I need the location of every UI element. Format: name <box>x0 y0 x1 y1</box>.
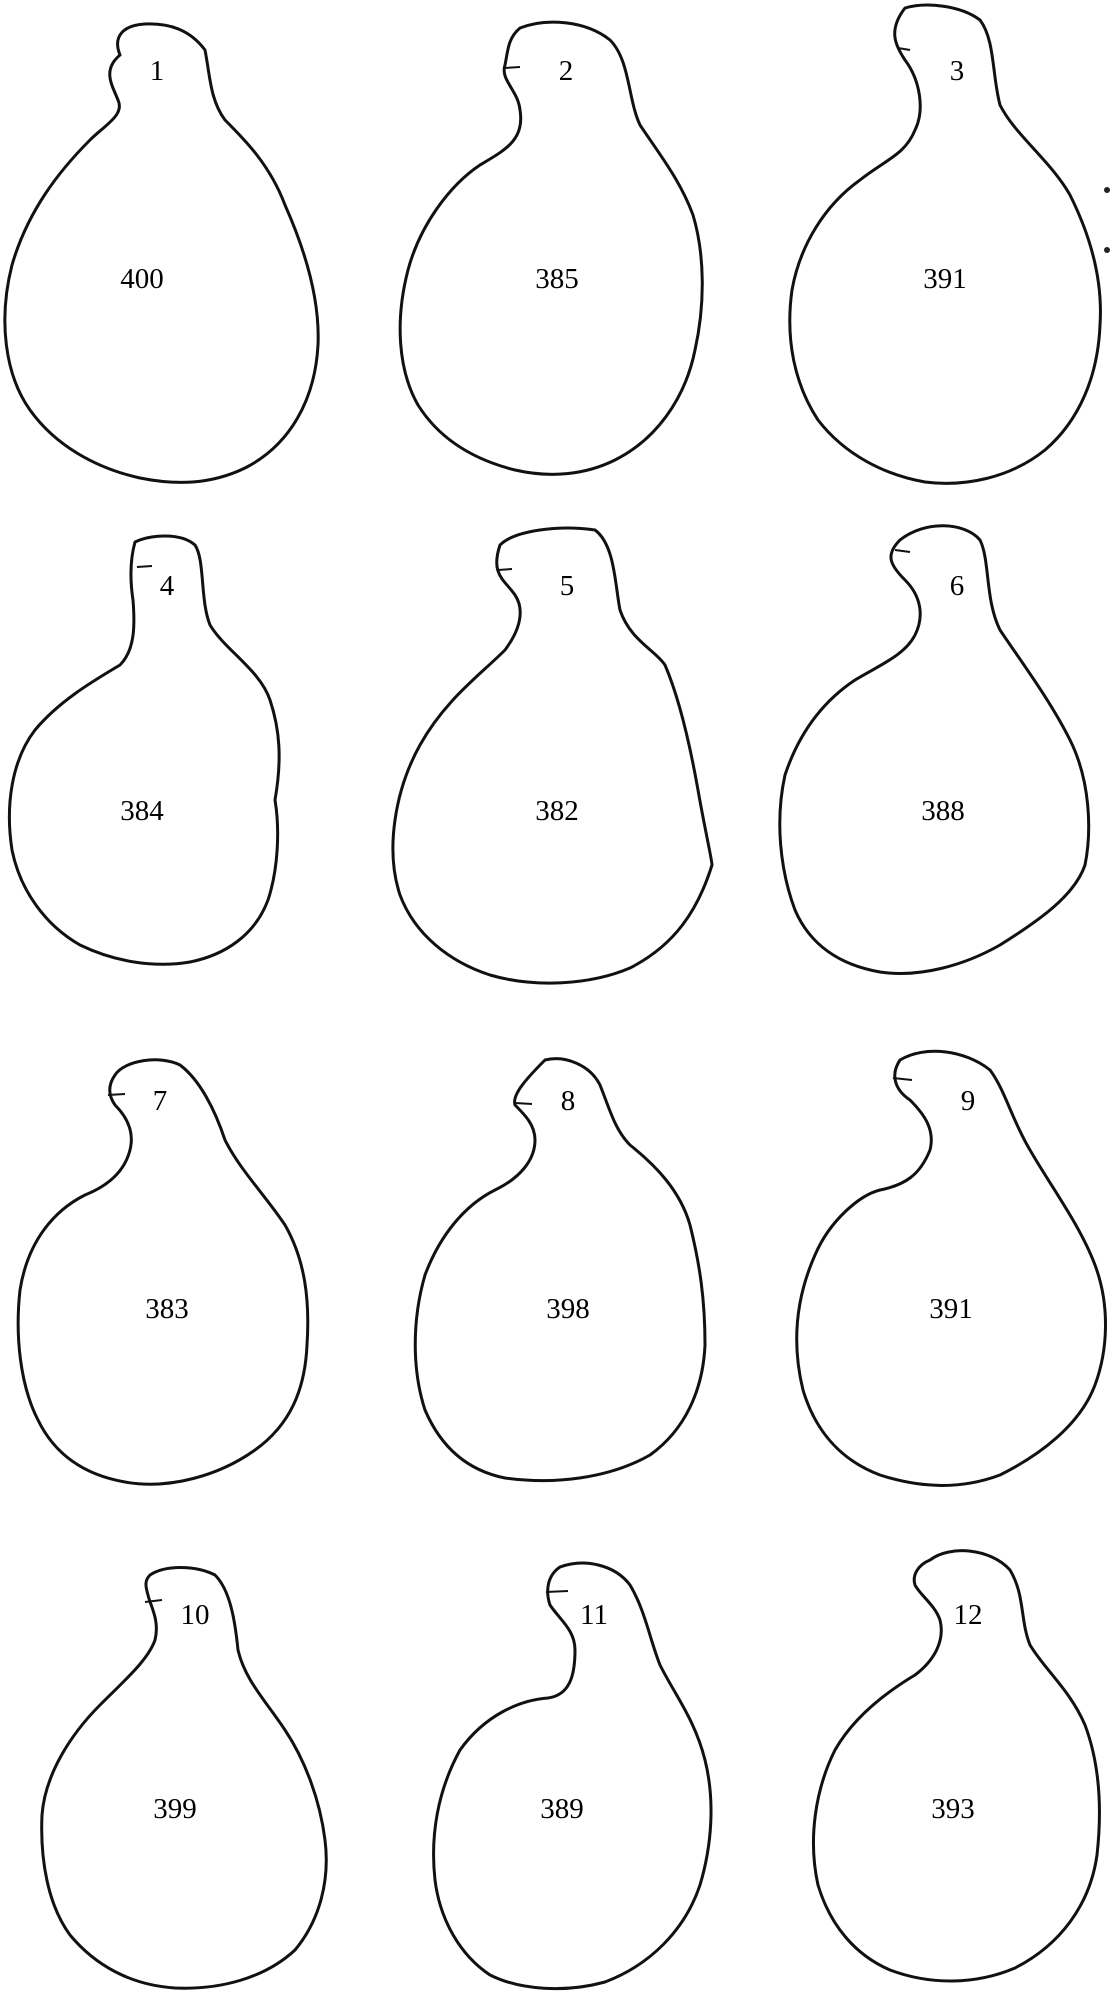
shape-9: 9 391 <box>797 1051 1106 1485</box>
shape-8-outline <box>415 1059 705 1481</box>
shape-5-number: 5 <box>560 570 575 602</box>
shape-8: 8 398 <box>415 1059 705 1481</box>
shape-8-value: 398 <box>546 1293 590 1325</box>
shape-1-outline <box>5 24 318 482</box>
shape-2: 2 385 <box>400 22 702 474</box>
shape-3: 3 391 <box>790 5 1101 483</box>
shape-11-tick <box>546 1591 568 1592</box>
shape-7-outline <box>18 1060 308 1484</box>
shape-5-tick <box>498 569 512 570</box>
shape-9-number: 9 <box>961 1085 976 1117</box>
shape-4-outline <box>9 536 279 964</box>
shape-2-number: 2 <box>559 55 574 87</box>
shape-3-number: 3 <box>950 55 965 87</box>
shape-1-value: 400 <box>120 263 164 295</box>
shape-2-outline <box>400 22 702 474</box>
shape-9-outline <box>797 1051 1106 1485</box>
scan-speck <box>1104 247 1110 253</box>
shape-4-value: 384 <box>120 795 164 827</box>
shape-4: 4 384 <box>9 536 279 964</box>
shape-10-tick <box>145 1600 162 1602</box>
shape-8-number: 8 <box>561 1085 576 1117</box>
shape-7-value: 383 <box>145 1293 189 1325</box>
shape-1-number: 1 <box>150 55 165 87</box>
shape-10-number: 10 <box>181 1599 210 1631</box>
shape-11-number: 11 <box>580 1599 608 1631</box>
shape-3-outline <box>790 5 1101 483</box>
shape-5: 5 382 <box>393 528 712 983</box>
shape-6-tick <box>895 550 910 552</box>
shape-4-number: 4 <box>160 570 175 602</box>
shape-11-value: 389 <box>540 1793 584 1825</box>
shape-2-tick <box>505 67 520 68</box>
shape-3-value: 391 <box>923 263 967 295</box>
scan-speck <box>1104 187 1110 193</box>
shape-7: 7 383 <box>18 1060 308 1484</box>
shape-10: 10 399 <box>42 1568 327 1989</box>
shape-11: 11 389 <box>434 1563 711 1988</box>
shape-7-number: 7 <box>153 1085 168 1117</box>
shape-12-value: 393 <box>931 1793 975 1825</box>
shape-11-outline <box>434 1563 711 1988</box>
shape-6-number: 6 <box>950 570 965 602</box>
shape-4-tick <box>137 566 152 567</box>
shape-9-value: 391 <box>929 1293 973 1325</box>
shape-6-outline <box>780 526 1089 974</box>
shape-5-outline <box>393 528 712 983</box>
shape-1: 1 400 <box>5 24 318 482</box>
shape-5-value: 382 <box>535 795 579 827</box>
shape-2-value: 385 <box>535 263 579 295</box>
shape-12-number: 12 <box>954 1599 983 1631</box>
shape-10-value: 399 <box>153 1793 197 1825</box>
shape-8-tick <box>515 1103 532 1104</box>
shape-7-tick <box>108 1094 125 1095</box>
shape-6-value: 388 <box>921 795 965 827</box>
shape-6: 6 388 <box>780 526 1089 974</box>
shape-12: 12 393 <box>813 1551 1099 1981</box>
